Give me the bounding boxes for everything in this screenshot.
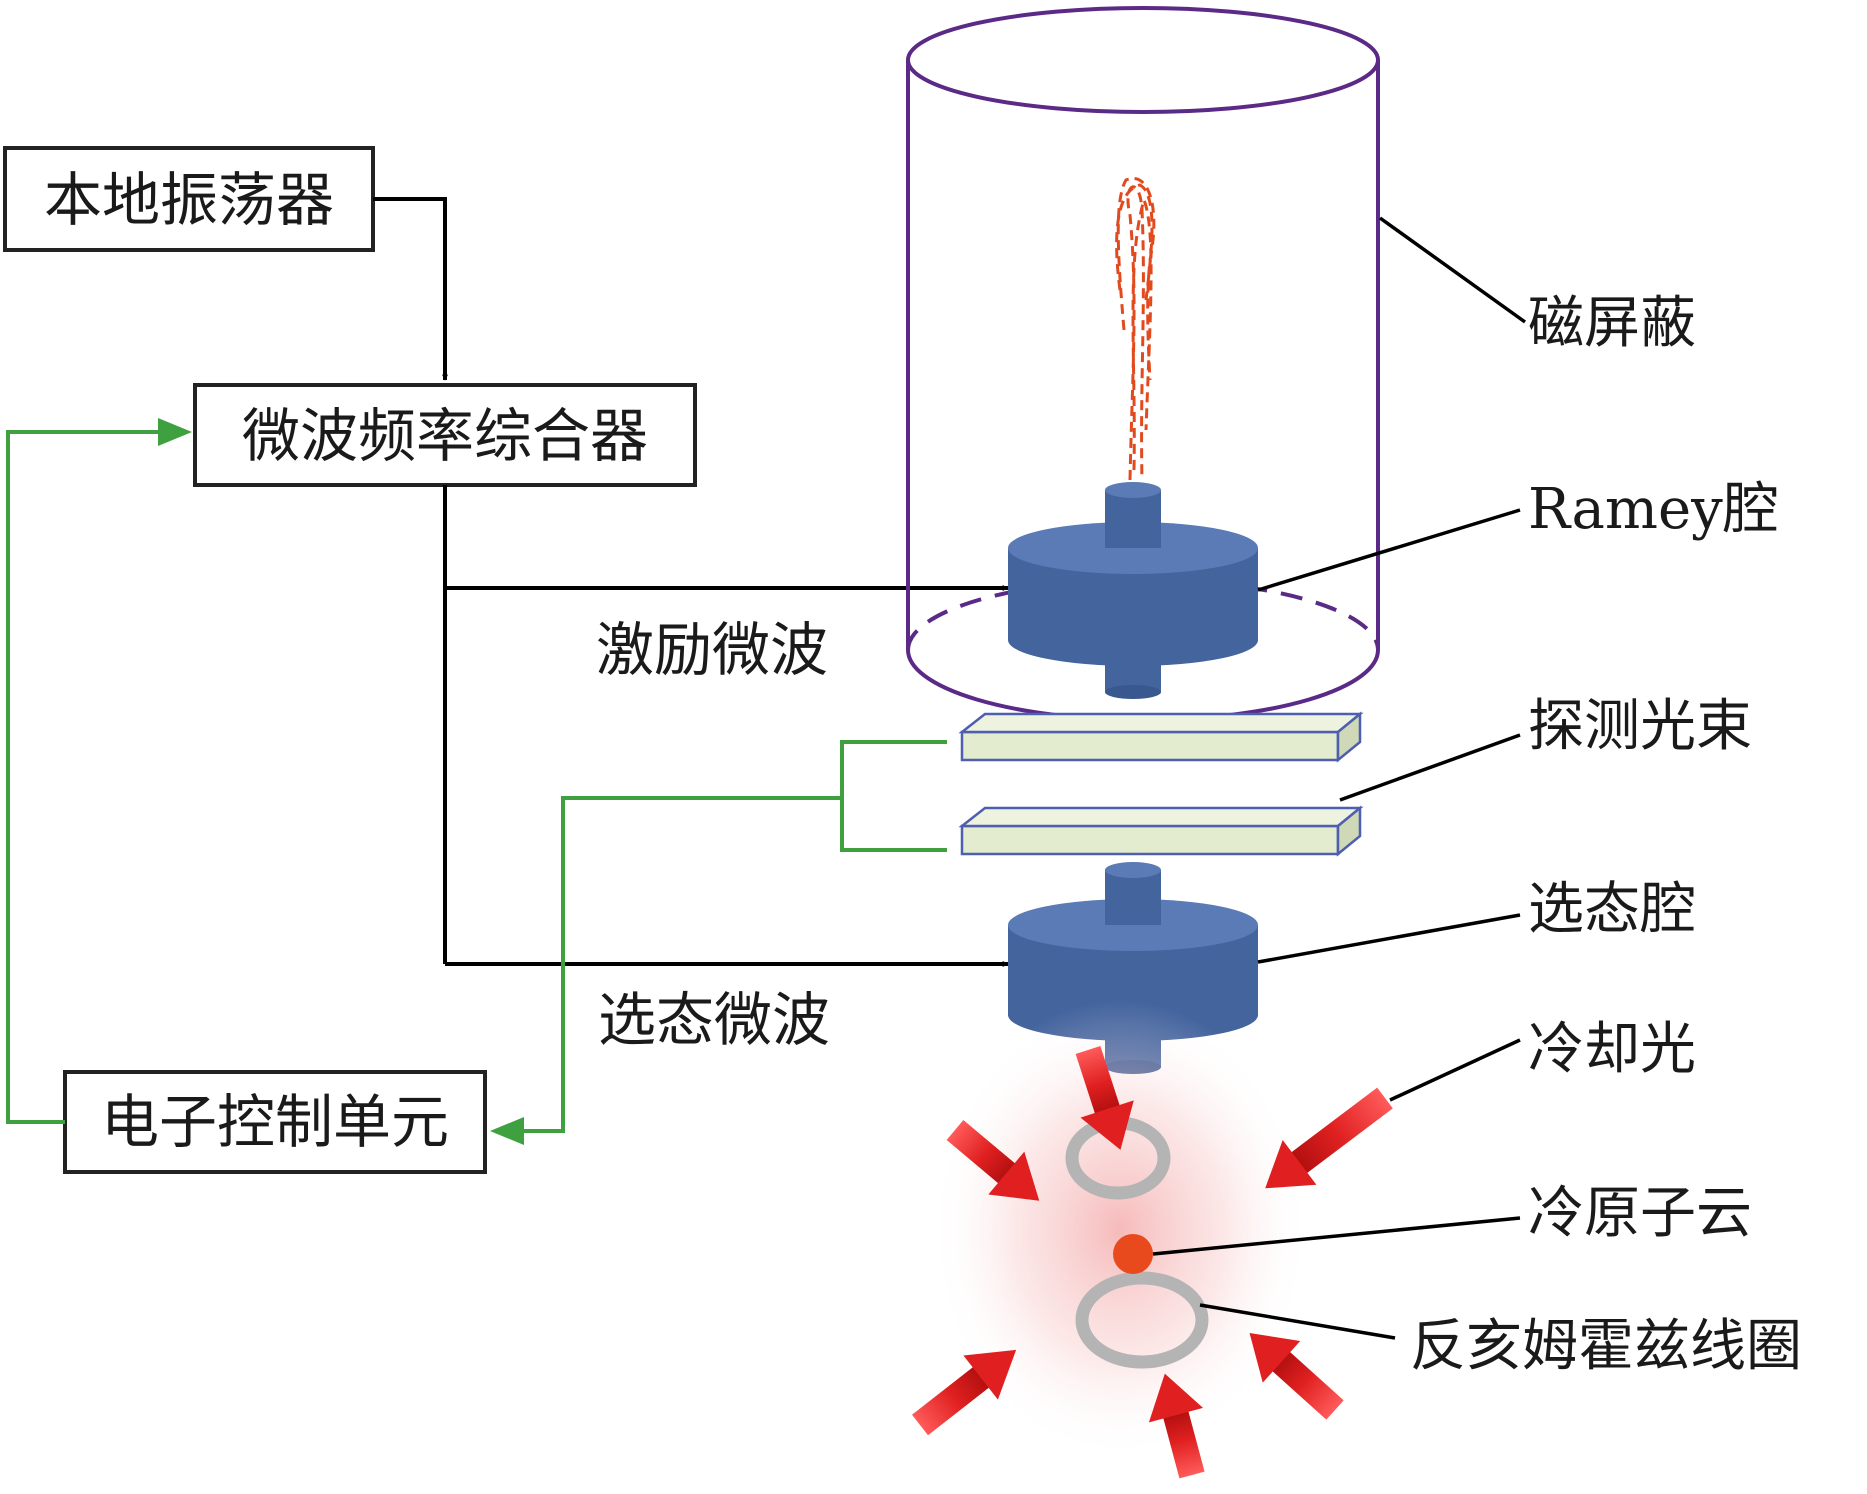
leader-lines [1152, 216, 1527, 1340]
cooling-arrow-lower-left [911, 1349, 1017, 1436]
probe-to-control-arrowhead [490, 1117, 524, 1145]
probe-beam-upper [958, 711, 1364, 763]
cold-atom-cloud [1113, 1234, 1153, 1274]
excitation-microwave-label: 激励微波 [596, 616, 828, 684]
magnetic-shield-label: 磁屏蔽 [1528, 291, 1696, 356]
synthesizer-box: 微波频率综合器 [193, 383, 697, 487]
atom-trajectory [1115, 176, 1156, 481]
local-oscillator-box: 本地振荡器 [3, 146, 375, 252]
synthesizer-label: 微波频率综合器 [242, 402, 648, 470]
cooling-arrow-lower-right [1249, 1333, 1344, 1420]
selection-cavity-label: 选态腔 [1528, 877, 1696, 942]
cooling-arrow-upper-right [1265, 1087, 1393, 1189]
control-unit-box: 电子控制单元 [63, 1070, 487, 1174]
cooling-arrow-upper-left [946, 1120, 1040, 1201]
cooling-arrow-bottom [1148, 1373, 1205, 1479]
probe-beam-lower [958, 805, 1364, 857]
probe-leader [1339, 733, 1521, 802]
selection-microwave-label: 选态微波 [598, 986, 830, 1054]
cooling-leader [1389, 1038, 1521, 1102]
ramey-cavity [1008, 482, 1258, 699]
control-to-synthesizer-line [6, 430, 160, 1124]
selection-leader [1257, 913, 1521, 964]
cooling-light-label: 冷却光 [1528, 1017, 1696, 1082]
control-to-synthesizer-arrowhead [158, 418, 192, 446]
ramey-leader [1257, 508, 1521, 592]
ramey-cavity-label: Ramey腔 [1528, 477, 1779, 542]
control-unit-label: 电子控制单元 [101, 1088, 449, 1156]
cold-atom-cloud-label: 冷原子云 [1528, 1181, 1752, 1246]
cooling-arrow-top [1075, 1045, 1134, 1150]
coil-leader [1199, 1303, 1396, 1340]
magnetic-shield [906, 6, 1380, 722]
local-oscillator-label: 本地振荡器 [44, 166, 334, 234]
probe-beam-label: 探测光束 [1528, 694, 1752, 759]
lower-coil [1075, 1271, 1209, 1369]
anti-helmholtz-coils-label: 反亥姆霍兹线圈 [1410, 1314, 1802, 1379]
probe-to-control-line [520, 740, 947, 1133]
cooling-glow [930, 1000, 1310, 1460]
shield-leader [1378, 216, 1527, 324]
oscillator-to-synthesizer-arrow [373, 197, 448, 381]
cloud-leader [1152, 1216, 1521, 1256]
